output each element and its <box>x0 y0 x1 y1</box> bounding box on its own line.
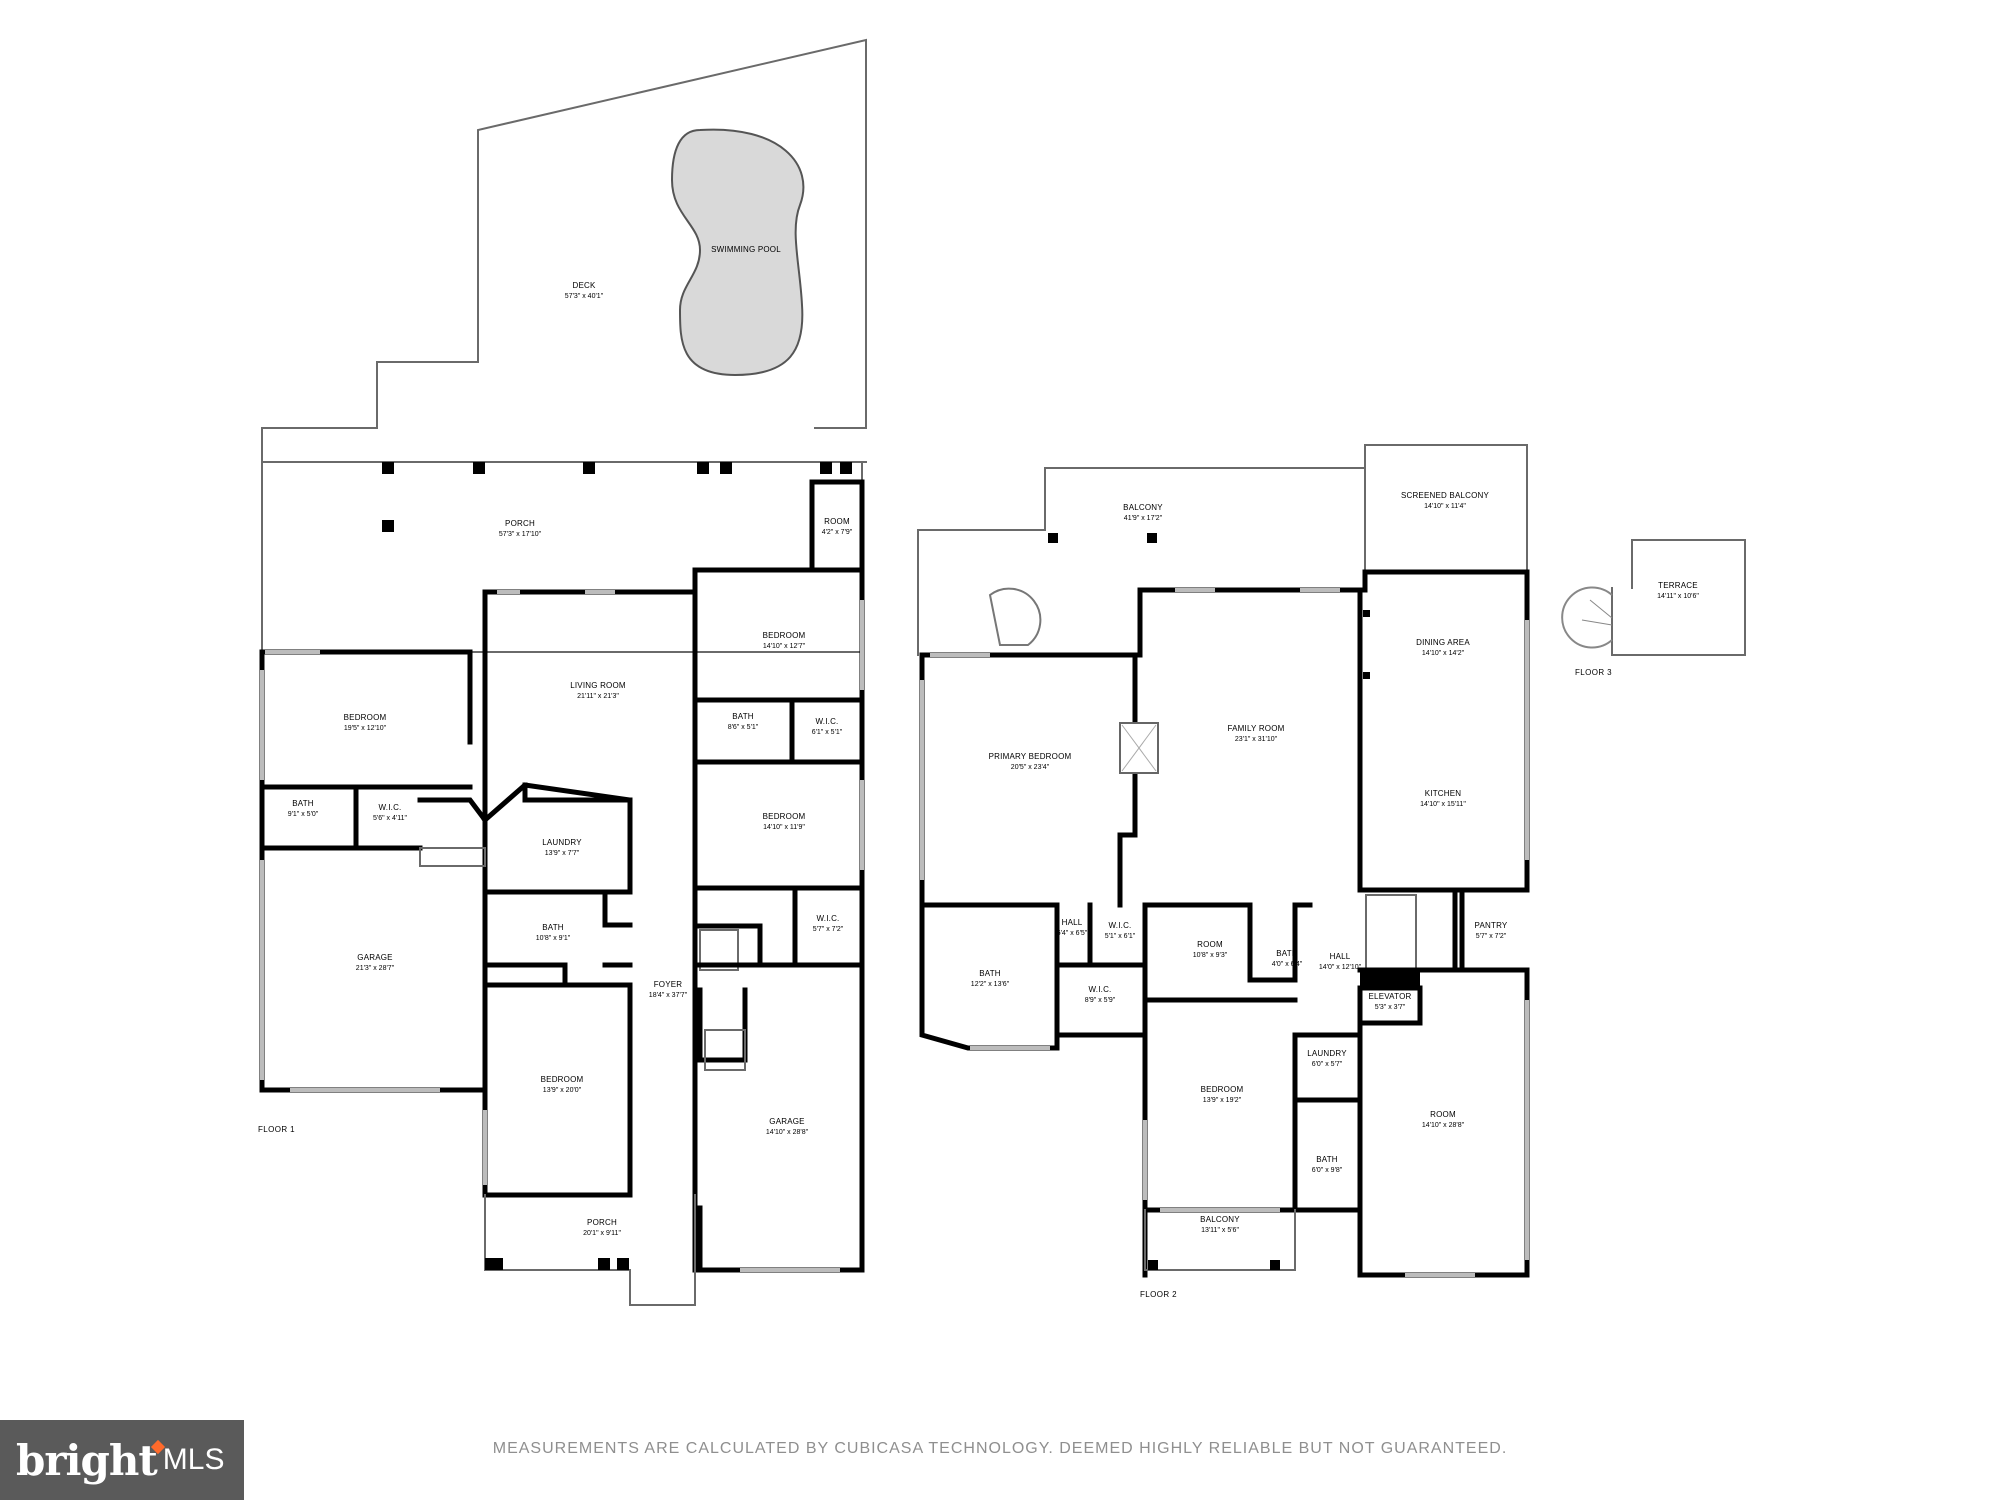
floor-1-label: FLOOR 1 <box>258 1125 295 1134</box>
room-dims-living: 21'11" x 21'3" <box>577 693 619 700</box>
floor-2-plan <box>917 444 1530 1278</box>
room-dims-bedroom-w: 19'5" x 12'10" <box>344 725 387 732</box>
room-name-primary: PRIMARY BEDROOM <box>989 752 1072 761</box>
room-dims-primary: 20'5" x 23'4" <box>1011 764 1050 771</box>
room-name-dining: DINING AREA <box>1416 638 1470 647</box>
room-dims-deck: 57'3" x 40'1" <box>565 293 604 300</box>
room-dims-wic-e2: 5'7" x 7'2" <box>813 926 844 933</box>
room-dims-dining: 14'10" x 14'2" <box>1422 650 1465 657</box>
room-name-bedroom-w: BEDROOM <box>344 713 387 722</box>
room-dims-room-c: 10'8" x 9'3" <box>1193 952 1228 959</box>
room-name-room-small: ROOM <box>824 517 850 526</box>
room-dims-wic-e: 6'1" x 5'1" <box>812 729 843 736</box>
room-dims-bath-e: 8'6" x 5'1" <box>728 724 759 731</box>
room-name-garage-w: GARAGE <box>357 953 392 962</box>
room-name-bath-sm: BATH <box>1276 949 1298 958</box>
room-dims-balcony-n: 41'9" x 17'2" <box>1124 515 1163 522</box>
room-name-room-c: ROOM <box>1197 940 1223 949</box>
room-dims-elevator: 5'3" x 3'7" <box>1375 1004 1406 1011</box>
room-dims-laundry-1: 13'9" x 7'7" <box>545 850 580 857</box>
room-dims-wic-b: 8'9" x 5'9" <box>1085 997 1116 1004</box>
room-name-wic-a: W.I.C. <box>1109 921 1132 930</box>
room-dims-kitchen: 14'10" x 15'11" <box>1420 801 1466 808</box>
room-name-balcony-s: BALCONY <box>1200 1215 1240 1224</box>
room-name-wic-b: W.I.C. <box>1089 985 1112 994</box>
room-name-bath-w: BATH <box>292 799 314 808</box>
room-dims-bedroom-e2: 14'10" x 11'9" <box>763 824 805 831</box>
room-name-deck: DECK <box>572 281 595 290</box>
room-dims-screened: 14'10" x 11'4" <box>1424 503 1466 510</box>
room-dims-room-big: 14'10" x 28'8" <box>1422 1122 1465 1129</box>
room-dims-hall-b: 14'0" x 12'10" <box>1319 964 1362 971</box>
room-dims-bedroom-2: 13'9" x 19'2" <box>1203 1097 1242 1104</box>
room-name-bath-s2: BATH <box>1316 1155 1338 1164</box>
room-name-hall-a: HALL <box>1062 918 1083 927</box>
room-name-kitchen: KITCHEN <box>1425 789 1462 798</box>
room-dims-wic-w: 5'6" x 4'11" <box>373 815 407 822</box>
room-name-screened: SCREENED BALCONY <box>1401 491 1490 500</box>
bright-mls-logo: bright MLS <box>0 1420 244 1500</box>
room-name-wic-e2: W.I.C. <box>817 914 840 923</box>
room-dims-bedroom-ne: 14'10" x 12'7" <box>763 643 806 650</box>
room-name-balcony-n: BALCONY <box>1123 503 1163 512</box>
room-dims-terrace: 14'11" x 10'6" <box>1657 593 1699 600</box>
room-dims-laundry-2: 6'0" x 5'7" <box>1312 1061 1343 1068</box>
logo-brand-text: bright <box>16 1435 158 1485</box>
room-name-porch: PORCH <box>505 519 535 528</box>
room-dims-hall-a: 6'4" x 6'5" <box>1057 930 1088 937</box>
room-dims-wic-a: 5'1" x 6'1" <box>1105 933 1136 940</box>
room-dims-pantry: 5'7" x 7'2" <box>1476 933 1507 940</box>
room-dims-bath-p: 12'2" x 13'6" <box>971 981 1010 988</box>
room-name-wic-e: W.I.C. <box>816 717 839 726</box>
room-name-terrace: TERRACE <box>1658 581 1698 590</box>
room-name-family: FAMILY ROOM <box>1227 724 1284 733</box>
room-name-laundry-2: LAUNDRY <box>1307 1049 1347 1058</box>
room-name-room-big: ROOM <box>1430 1110 1456 1119</box>
floor-2-labels: BALCONY 41'9" x 17'2" SCREENED BALCONY 1… <box>971 491 1508 1299</box>
porch-outline <box>261 461 863 653</box>
floor-1-labels: DECK 57'3" x 40'1" SWIMMING POOL PORCH 5… <box>258 245 853 1237</box>
room-dims-foyer: 18'4" x 37'7" <box>649 992 688 999</box>
room-dims-bath-sm: 4'0" x 6'4" <box>1272 961 1303 968</box>
room-dims-garage-e: 14'10" x 28'8" <box>766 1129 809 1136</box>
room-dims-bath-s2: 6'0" x 9'8" <box>1312 1167 1343 1174</box>
room-name-laundry-1: LAUNDRY <box>542 838 582 847</box>
room-name-pool: SWIMMING POOL <box>711 245 781 254</box>
room-dims-porch-s: 20'1" x 9'11" <box>583 1230 621 1237</box>
room-dims-bath-w: 9'1" x 5'0" <box>288 811 319 818</box>
room-name-pantry: PANTRY <box>1475 921 1508 930</box>
room-dims-garage-w: 21'3" x 28'7" <box>356 965 395 972</box>
floor-3-plan <box>1561 539 1746 656</box>
disclaimer-text: MEASUREMENTS ARE CALCULATED BY CUBICASA … <box>493 1440 1508 1457</box>
room-name-porch-s: PORCH <box>587 1218 617 1227</box>
room-name-wic-w: W.I.C. <box>379 803 402 812</box>
room-name-bedroom-ne: BEDROOM <box>763 631 806 640</box>
room-name-living: LIVING ROOM <box>570 681 626 690</box>
room-dims-room-small: 4'2" x 7'9" <box>822 529 853 536</box>
logo-mls-text: MLS <box>162 1443 225 1476</box>
room-name-bath-p: BATH <box>979 969 1001 978</box>
room-name-elevator: ELEVATOR <box>1369 992 1412 1001</box>
room-dims-balcony-s: 13'11" x 5'6" <box>1201 1227 1239 1234</box>
room-name-bedroom-s: BEDROOM <box>541 1075 584 1084</box>
room-dims-bedroom-s: 13'9" x 20'0" <box>543 1087 582 1094</box>
room-name-bedroom-2: BEDROOM <box>1201 1085 1244 1094</box>
room-dims-porch: 57'3" x 17'10" <box>499 531 542 538</box>
deck-outline <box>261 38 867 463</box>
room-name-bedroom-e2: BEDROOM <box>763 812 806 821</box>
room-name-garage-e: GARAGE <box>769 1117 804 1126</box>
room-dims-bath-c: 10'8" x 9'1" <box>536 935 571 942</box>
floor-1-plan <box>259 38 867 1306</box>
swimming-pool-shape <box>670 128 805 377</box>
room-dims-family: 23'1" x 31'10" <box>1235 736 1278 743</box>
room-name-bath-e: BATH <box>732 712 754 721</box>
room-name-hall-b: HALL <box>1330 952 1351 961</box>
room-name-foyer: FOYER <box>654 980 683 989</box>
floor-3-label: FLOOR 3 <box>1575 668 1612 677</box>
floor-3-labels: TERRACE 14'11" x 10'6" FLOOR 3 <box>1575 581 1699 677</box>
floor-2-label: FLOOR 2 <box>1140 1290 1177 1299</box>
room-name-bath-c: BATH <box>542 923 564 932</box>
